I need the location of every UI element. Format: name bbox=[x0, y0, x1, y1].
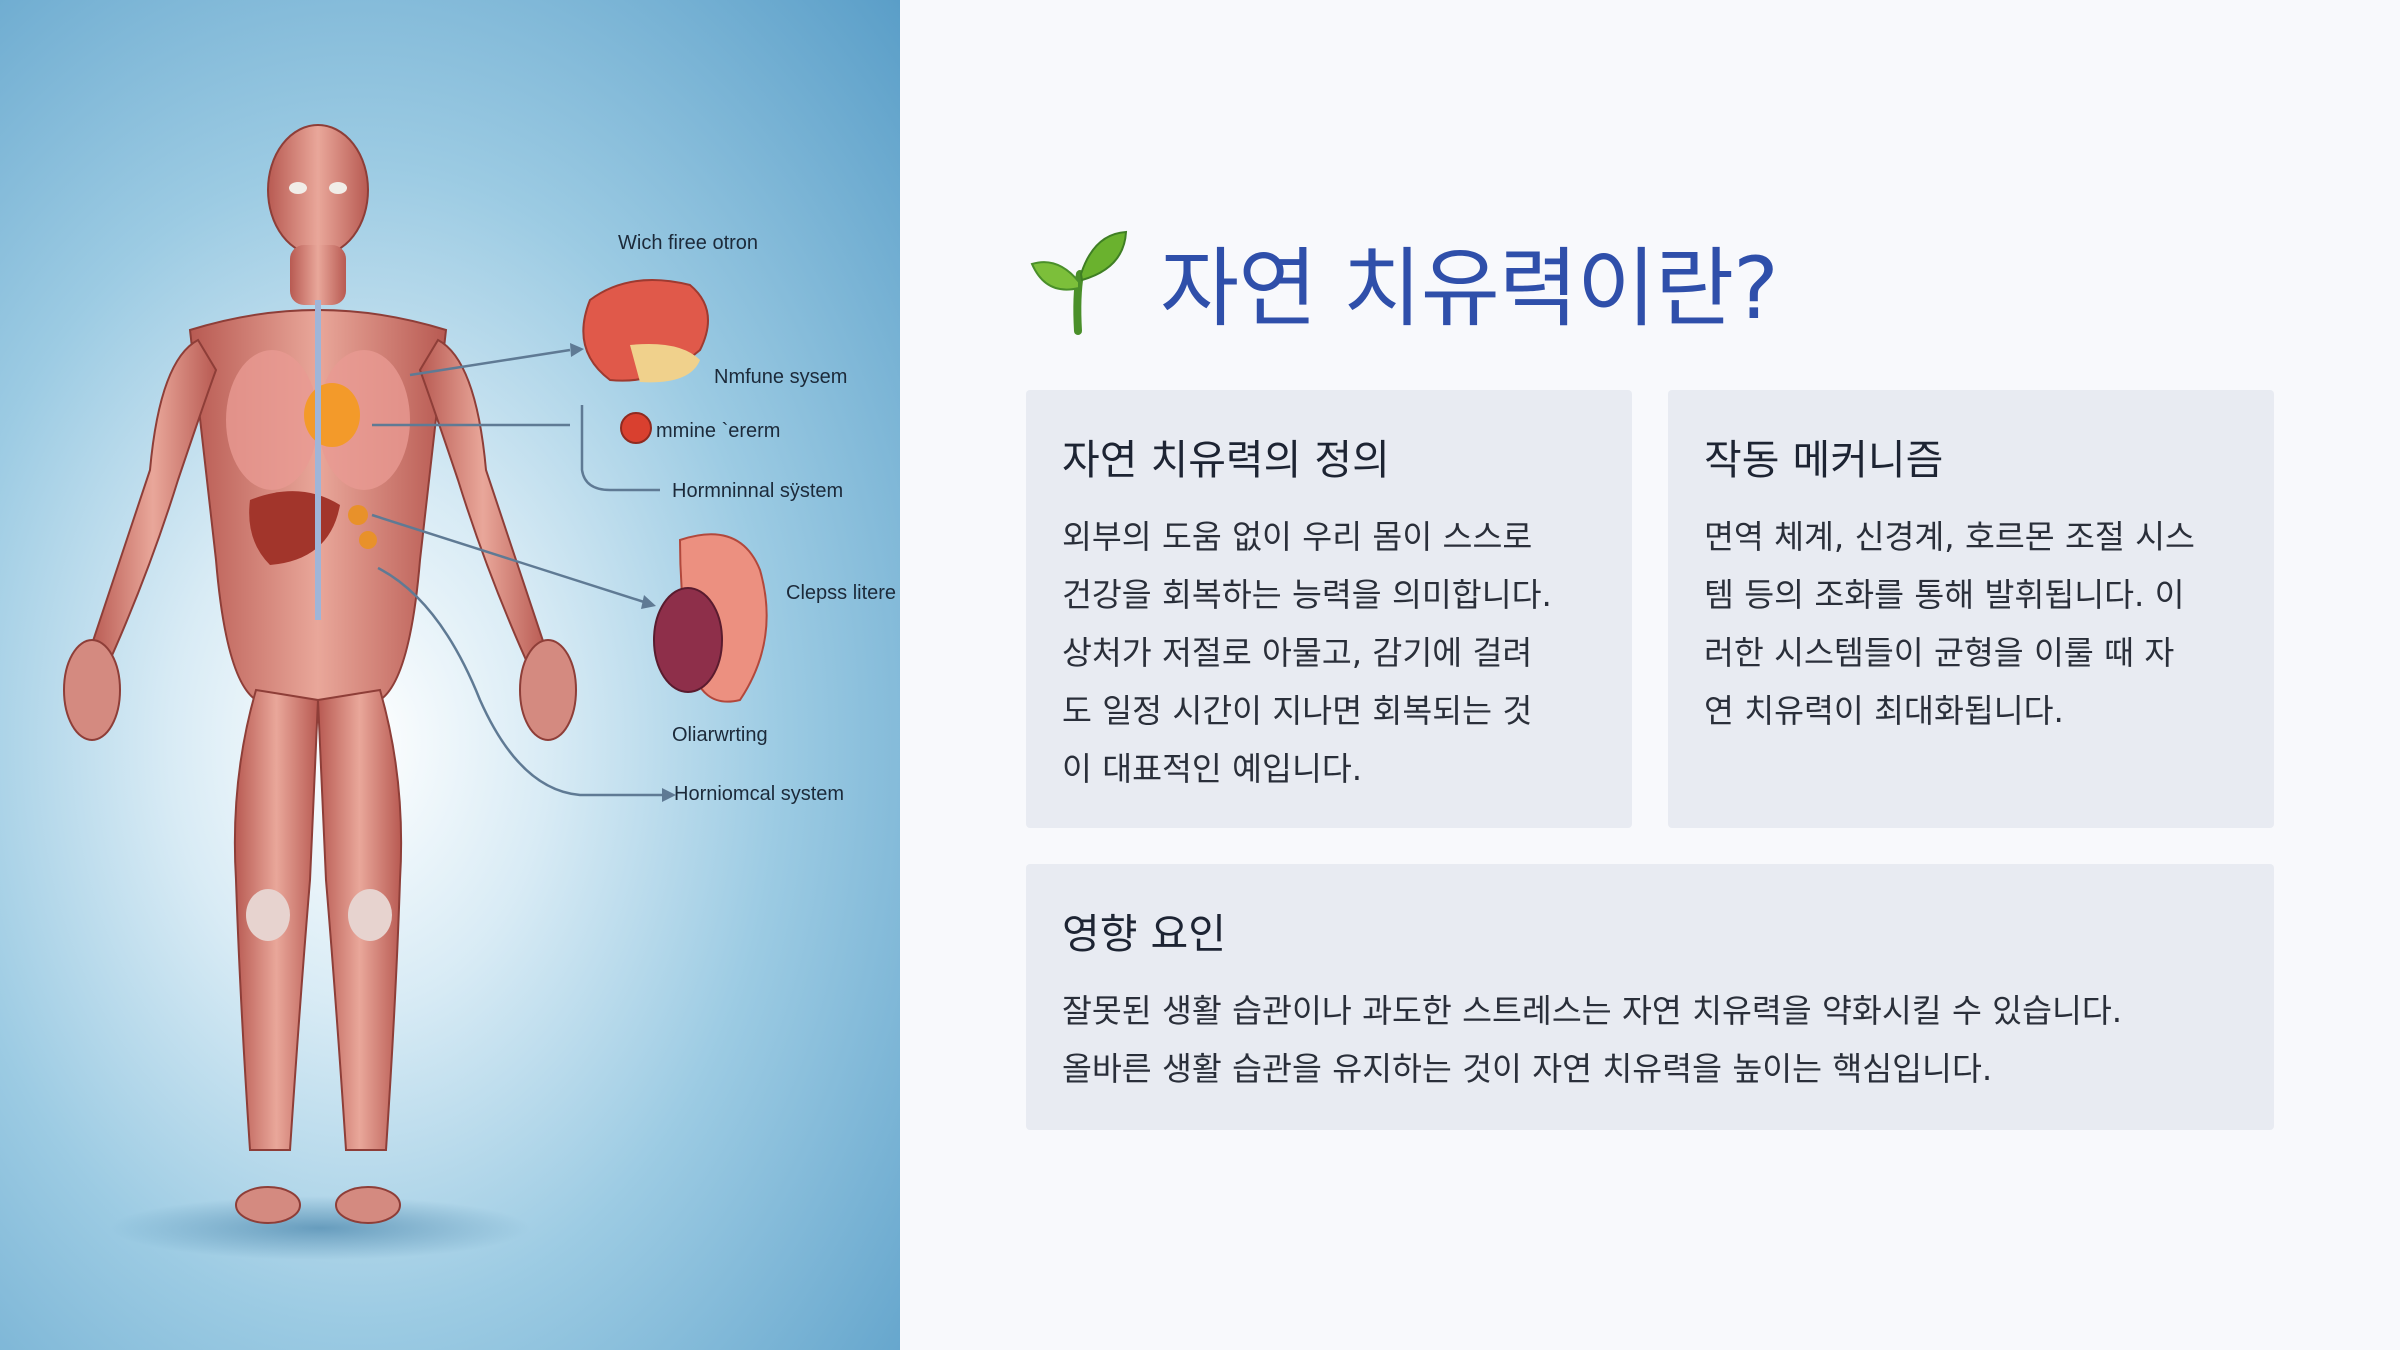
content-area: 자연 치유력이란? 자연 치유력의 정의 외부의 도움 없이 우리 몸이 스스로… bbox=[1026, 0, 2276, 1350]
factors-card: 영향 요인 잘못된 생활 습관이나 과도한 스트레스는 자연 치유력을 약화시킬… bbox=[1026, 864, 2274, 1130]
card-body-line: 올바른 생활 습관을 유지하는 것이 자연 치유력을 높이는 핵심입니다. bbox=[1062, 1050, 1993, 1088]
card-body: 외부의 도움 없이 우리 몸이 스스로 건강을 회복하는 능력을 의미합니다. … bbox=[1062, 508, 1596, 798]
card-body-line: 외부의 도움 없이 우리 몸이 스스로 bbox=[1062, 518, 1533, 556]
spleen-callout-icon bbox=[653, 587, 723, 693]
mechanism-card: 작동 메커니즘 면역 체계, 신경계, 호르몬 조절 시스 템 등의 조화를 통… bbox=[1668, 390, 2274, 828]
page-title: 자연 치유력이란? bbox=[1160, 239, 1779, 339]
card-body: 잘못된 생활 습관이나 과도한 스트레스는 자연 치유력을 약화시킬 수 있습니… bbox=[1062, 982, 2238, 1098]
annotation-label: mmine `ererm bbox=[656, 420, 781, 442]
card-body-line: 템 등의 조화를 통해 발휘됩니다. 이 bbox=[1704, 576, 2185, 614]
card-body-line: 연 치유력이 최대화됩니다. bbox=[1704, 692, 2064, 730]
annotation-label: Nmfune sysem bbox=[714, 366, 848, 388]
card-title: 작동 메커니즘 bbox=[1704, 436, 1944, 484]
annotation-label: Hormninnal sÿstem bbox=[672, 480, 844, 502]
definition-card: 자연 치유력의 정의 외부의 도움 없이 우리 몸이 스스로 건강을 회복하는 … bbox=[1026, 390, 1632, 828]
card-body-line: 건강을 회복하는 능력을 의미합니다. bbox=[1062, 576, 1552, 614]
card-body: 면역 체계, 신경계, 호르몬 조절 시스 템 등의 조화를 통해 발휘됩니다.… bbox=[1704, 508, 2238, 740]
annotation-label: Clepss litere bbox=[786, 582, 897, 604]
card-body-line: 이 대표적인 예입니다. bbox=[1062, 750, 1363, 788]
card-title: 자연 치유력의 정의 bbox=[1062, 436, 1390, 484]
card-body-line: 잘못된 생활 습관이나 과도한 스트레스는 자연 치유력을 약화시킬 수 있습니… bbox=[1062, 992, 2123, 1030]
annotation-label: Wich firee otron bbox=[618, 232, 759, 254]
page-header: 자연 치유력이란? bbox=[1026, 218, 1779, 343]
card-body-line: 도 일정 시간이 지나면 회복되는 것 bbox=[1062, 692, 1533, 730]
human-body-figure bbox=[63, 124, 768, 1260]
annotation-label: Horniomcal system bbox=[674, 783, 845, 805]
sprout-icon bbox=[1030, 230, 1128, 335]
card-title: 영향 요인 bbox=[1062, 910, 1226, 958]
card-body-line: 러한 시스템들이 균형을 이룰 때 자 bbox=[1704, 634, 2175, 672]
annotation-label: Oliarwrting bbox=[672, 724, 768, 746]
anatomy-illustration: Wich firee otron Nmfune sysem mmine `ere… bbox=[0, 0, 900, 1350]
card-body-line: 상처가 저절로 아물고, 감기에 걸려 bbox=[1062, 634, 1533, 672]
immune-callout-icon bbox=[620, 412, 652, 444]
card-body-line: 면역 체계, 신경계, 호르몬 조절 시스 bbox=[1704, 518, 2195, 556]
